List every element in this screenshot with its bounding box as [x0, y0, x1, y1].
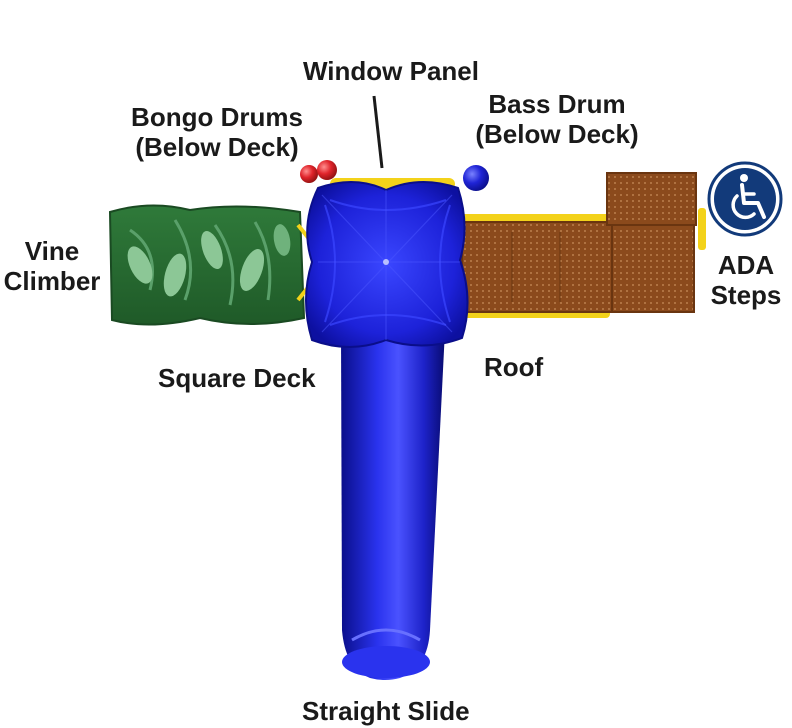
label-ada-steps-line1: ADA — [717, 250, 775, 280]
label-vine-climber-line1: Vine — [24, 236, 80, 266]
perforated-deck — [461, 172, 697, 313]
label-bongo-drums-line1: Bongo Drums — [131, 102, 303, 132]
straight-slide — [341, 330, 445, 680]
vine-climber — [108, 204, 312, 326]
label-bass-drum-line2: (Below Deck) — [475, 119, 639, 149]
label-bongo-drums-line2: (Below Deck) — [135, 132, 299, 162]
label-vine-climber: Vine Climber — [0, 236, 104, 296]
ada-steps-rail — [698, 208, 706, 250]
label-ada-steps-line2: Steps — [710, 280, 782, 310]
roof — [305, 180, 469, 348]
label-square-deck: Square Deck — [158, 363, 316, 393]
bongo-drums — [300, 160, 337, 183]
label-roof: Roof — [484, 352, 544, 382]
label-bass-drum-line1: Bass Drum — [488, 89, 626, 119]
wheelchair-icon — [707, 161, 783, 237]
window-panel-leader — [372, 95, 384, 169]
label-straight-slide: Straight Slide — [302, 696, 470, 726]
label-window-panel: Window Panel — [303, 56, 479, 86]
bass-drum — [463, 165, 489, 191]
label-bass-drum: Bass Drum (Below Deck) — [468, 89, 646, 149]
label-bongo-drums: Bongo Drums (Below Deck) — [128, 102, 306, 162]
label-ada-steps: ADA Steps — [708, 250, 784, 310]
label-vine-climber-line2: Climber — [3, 266, 101, 296]
